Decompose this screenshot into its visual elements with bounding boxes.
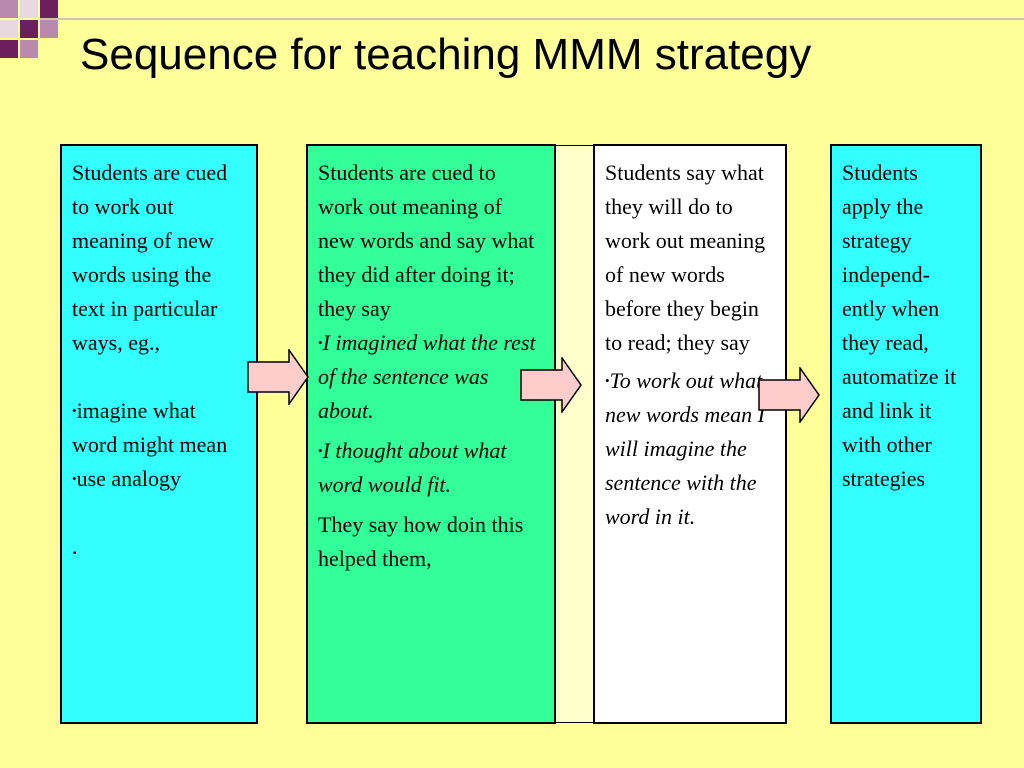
step-2-intro: Students are cued to work out meaning of… xyxy=(318,160,535,321)
step-1-trailing: . xyxy=(72,534,78,559)
step-4-intro: Students apply the strategy independ-ent… xyxy=(842,160,957,491)
bullet-icon: • xyxy=(72,471,77,486)
step-box-4: Students apply the strategy independ-ent… xyxy=(830,144,982,724)
step-3-intro: Students say what they will do to work o… xyxy=(605,160,766,355)
step-2-outro: They say how doin this helped them, xyxy=(318,512,524,571)
step-2-bullet-2: •I thought about what word would fit. xyxy=(318,438,507,497)
bullet-icon: • xyxy=(605,373,610,388)
bullet-icon: • xyxy=(318,335,323,350)
step-box-2: Students are cued to work out meaning of… xyxy=(306,144,556,724)
bullet-icon: • xyxy=(318,443,323,458)
spacer-column xyxy=(556,145,593,723)
step-1-intro: Students are cued to work out meaning of… xyxy=(72,160,228,355)
right-arrow-icon xyxy=(247,349,309,405)
step-box-3: Students say what they will do to work o… xyxy=(593,144,787,724)
step-3-bullet-1: •To work out what new words mean I will … xyxy=(605,368,765,529)
header-rule xyxy=(40,18,1024,20)
step-1-bullet-1: •imagine what word might mean xyxy=(72,398,228,457)
slide-title: Sequence for teaching MMM strategy xyxy=(80,30,812,79)
step-2-bullet-1: •I imagined what the rest of the sentenc… xyxy=(318,330,536,423)
bullet-icon: • xyxy=(72,403,77,418)
right-arrow-icon xyxy=(520,357,582,413)
step-box-1: Students are cued to work out meaning of… xyxy=(60,144,258,724)
step-1-bullet-2: •use analogy xyxy=(72,466,182,491)
right-arrow-icon xyxy=(758,367,820,423)
corner-decoration xyxy=(0,0,80,60)
